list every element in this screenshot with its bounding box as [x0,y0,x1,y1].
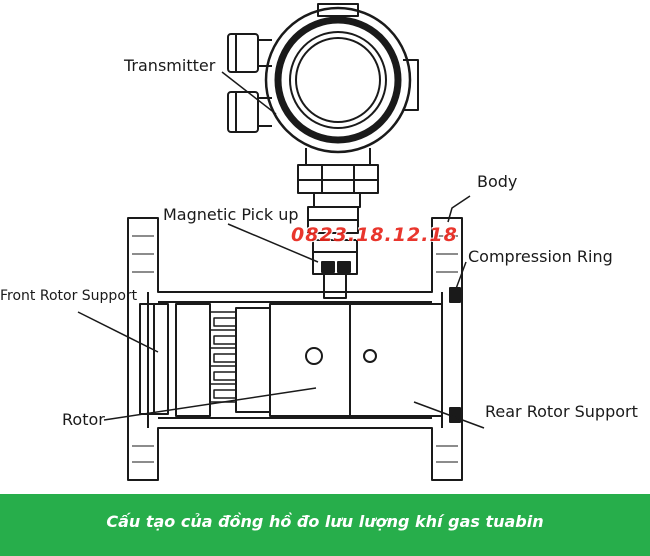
meter-body [127,217,463,481]
rear-rotor-support-label: Rear Rotor Support [485,402,638,421]
compression-ring-label: Compression Ring [468,247,613,266]
front-rotor-support-part [139,303,169,415]
leader-lines [77,71,485,429]
rotor-part [175,303,271,417]
turbine-meter-drawing [77,3,485,481]
transmitter-label: Transmitter [124,56,216,75]
phone-watermark: 0823.18.12.18 [291,224,458,246]
caption-bar: Cấu tạo của đồng hồ đo lưu lượng khí gas… [0,494,650,556]
magnetic-pickup-label: Magnetic Pick up [163,205,299,224]
body-label: Body [477,172,518,191]
transmitter-housing [227,3,419,234]
caption-text: Cấu tạo của đồng hồ đo lưu lượng khí gas… [106,512,544,531]
front-rotor-support-label: Front Rotor Support [0,288,138,304]
rotor-label: Rotor [62,410,105,429]
compression-ring [449,287,461,423]
rear-rotor-support-part [269,303,443,417]
magnetic-pickup [312,239,358,299]
